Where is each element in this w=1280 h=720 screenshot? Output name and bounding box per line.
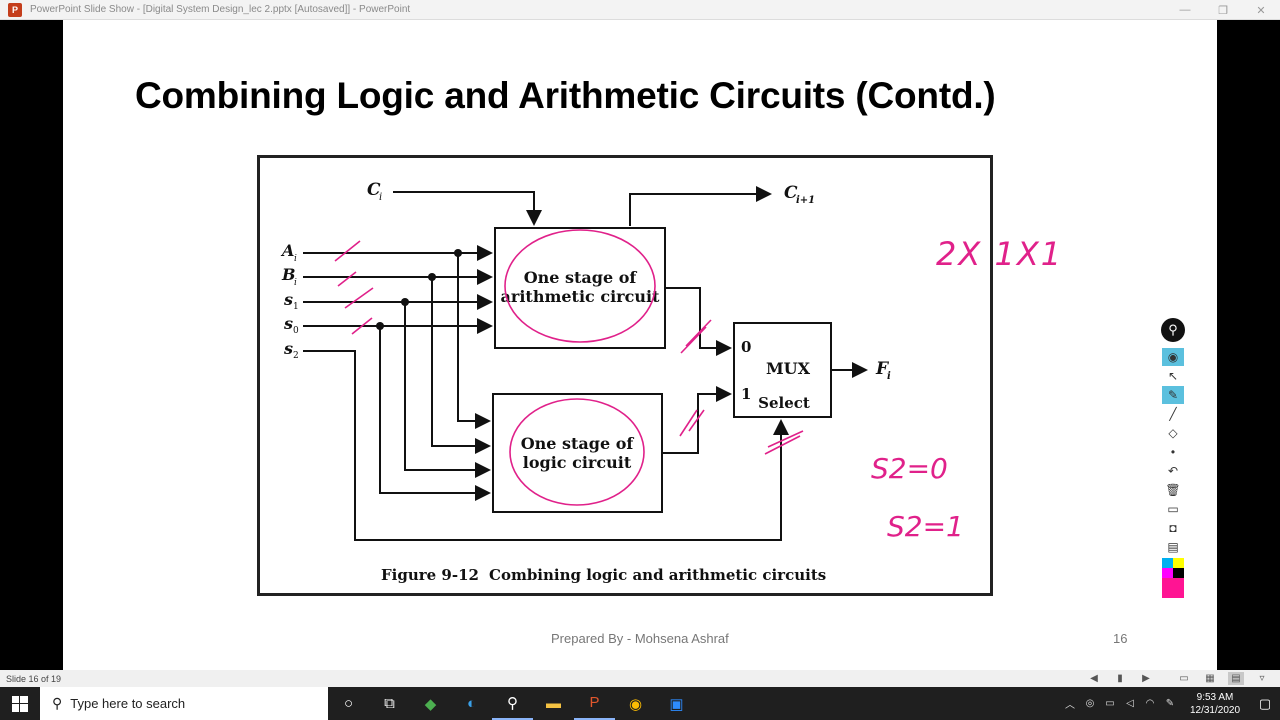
reading-view-icon[interactable]: ▤ <box>1228 672 1244 685</box>
windows-start-icon[interactable] <box>0 687 40 720</box>
restore-button[interactable]: ❐ <box>1218 4 1228 17</box>
ci-wire <box>393 191 542 226</box>
undo-icon[interactable]: ↶ <box>1167 464 1179 478</box>
s0-label: s <box>283 314 293 333</box>
mux-label: MUX <box>766 359 811 378</box>
svg-text:0: 0 <box>293 326 299 336</box>
ci-label: C <box>367 180 381 200</box>
svg-text:2: 2 <box>293 351 299 361</box>
bi-label: B <box>281 265 296 284</box>
annotation-s2-zero: S2=0 <box>871 452 948 485</box>
svg-text:i+1: i+1 <box>796 195 815 206</box>
mux-input-1: 1 <box>741 385 751 403</box>
cortana-icon[interactable]: ○ <box>343 695 354 712</box>
slide: Combining Logic and Arithmetic Circuits … <box>63 20 1217 670</box>
figure-caption-text: Combining logic and arithmetic circuits <box>489 566 826 584</box>
taskbar: ⚲ ○ ⧉ ◆ ◐ ⚲ ▬ P ◉ ▣ ︿ ◎ ▭ ◁ ◠ ✎ 9:53 AM … <box>0 687 1280 720</box>
search-input[interactable] <box>70 696 301 711</box>
window-title-bar: P PowerPoint Slide Show - [Digital Syste… <box>0 0 1280 20</box>
slide-number: 16 <box>1113 631 1128 646</box>
status-bar: Slide 16 of 19 ◀ ▮ ▶ ▭ ▦ ▤ ▿ <box>0 670 1280 687</box>
file-explorer-icon[interactable]: ▬ <box>546 695 561 712</box>
volume-icon[interactable]: ◁ <box>1126 698 1134 709</box>
svg-text:i: i <box>887 371 891 382</box>
close-button[interactable]: ✕ <box>1256 4 1266 17</box>
arith-line-1: One stage of <box>524 268 638 287</box>
pen-tool-logo-icon[interactable]: ⚲ <box>1161 318 1185 342</box>
ai-label: A <box>280 241 294 260</box>
logic-line-2: logic circuit <box>523 453 632 472</box>
circuit-diagram: C i A i B i s 1 s 0 s 2 C i+1 One stage … <box>280 180 891 584</box>
svg-text:i: i <box>294 278 297 288</box>
taskbar-clock[interactable]: 9:53 AM 12/31/2020 <box>1180 691 1250 717</box>
tray-chevron-icon[interactable]: ︿ <box>1065 700 1075 711</box>
svg-text:i: i <box>379 192 382 203</box>
arith-line-2: arithmetic circuit <box>501 287 660 306</box>
annotation-top-right: 2X 1X1 <box>936 235 1064 273</box>
slide-counter: Slide 16 of 19 <box>6 673 62 684</box>
annotation-s2-one: S2=1 <box>887 510 964 543</box>
svg-text:1: 1 <box>293 302 299 312</box>
clock-time: 9:53 AM <box>1196 691 1234 703</box>
slide-title: Combining Logic and Arithmetic Circuits … <box>135 75 996 116</box>
screen-icon[interactable]: ▭ <box>1167 502 1179 516</box>
pointer-icon[interactable]: ↖ <box>1167 369 1179 383</box>
svg-text:i: i <box>294 254 297 264</box>
camera-icon[interactable]: ◘ <box>1169 521 1177 535</box>
app-green-icon[interactable]: ◆ <box>424 695 437 713</box>
mux-input-0: 0 <box>741 338 751 356</box>
carry-out-wire <box>629 186 772 226</box>
s2-wire <box>303 350 789 541</box>
s2-label: s <box>283 339 293 358</box>
wifi-icon[interactable]: ◠ <box>1145 698 1155 709</box>
figure-caption-number: Figure 9-12 <box>381 566 479 584</box>
meet-icon[interactable]: ◎ <box>1085 698 1095 709</box>
battery-icon[interactable]: ▭ <box>1105 698 1115 709</box>
clock-date: 12/31/2020 <box>1189 704 1241 716</box>
minimize-button[interactable]: — <box>1179 4 1191 16</box>
edge-icon[interactable]: ◐ <box>466 695 477 712</box>
task-view-icon[interactable]: ⧉ <box>384 695 395 712</box>
mux-select-label: Select <box>758 394 810 412</box>
pen-icon[interactable]: ╱ <box>1169 407 1177 421</box>
dot-icon[interactable]: • <box>1170 445 1176 459</box>
clipboard-icon[interactable]: ▤ <box>1167 540 1179 554</box>
s1-label: s <box>283 290 293 309</box>
previous-slide-icon[interactable]: ◀ <box>1090 673 1098 684</box>
next-slide-icon[interactable]: ▶ <box>1142 673 1150 684</box>
fi-label: F <box>875 359 890 379</box>
powerpoint-icon: P <box>8 2 22 17</box>
trash-icon[interactable]: 🗑 <box>1165 483 1181 497</box>
eraser-icon[interactable]: ◇ <box>1168 426 1178 440</box>
menu-icon[interactable]: ▮ <box>1117 673 1123 684</box>
pen-tray-icon[interactable]: ✎ <box>1165 698 1175 709</box>
normal-view-icon[interactable]: ▭ <box>1179 673 1189 684</box>
pen-tool-app-icon[interactable]: ⚲ <box>492 687 533 720</box>
figure-image: C i A i B i s 1 s 0 s 2 C i+1 One stage … <box>257 155 993 596</box>
highlighter-icon[interactable]: ✎ <box>1162 386 1184 404</box>
carry-out-label: C <box>784 183 798 203</box>
powerpoint-taskbar-icon[interactable]: P <box>574 687 615 720</box>
window-title: PowerPoint Slide Show - [Digital System … <box>30 4 411 15</box>
taskbar-search[interactable]: ⚲ <box>40 687 328 720</box>
slideshow-icon[interactable]: ▿ <box>1259 673 1265 684</box>
color-palette[interactable] <box>1162 558 1184 598</box>
pen-toolbar: ⚲ ◉ ↖ ✎ ╱ ◇ • ↶ 🗑 ▭ ◘ ▤ <box>1160 318 1186 610</box>
zoom-icon[interactable]: ▣ <box>669 695 684 713</box>
pen-annotations <box>334 229 804 506</box>
notification-icon[interactable]: ▢ <box>1258 695 1272 711</box>
logic-line-1: One stage of <box>521 434 635 453</box>
eye-icon[interactable]: ◉ <box>1162 348 1184 366</box>
slide-sorter-icon[interactable]: ▦ <box>1205 673 1215 684</box>
search-icon: ⚲ <box>52 695 63 711</box>
slide-footer: Prepared By - Mohsena Ashraf <box>551 631 729 646</box>
chrome-icon[interactable]: ◉ <box>628 695 643 713</box>
